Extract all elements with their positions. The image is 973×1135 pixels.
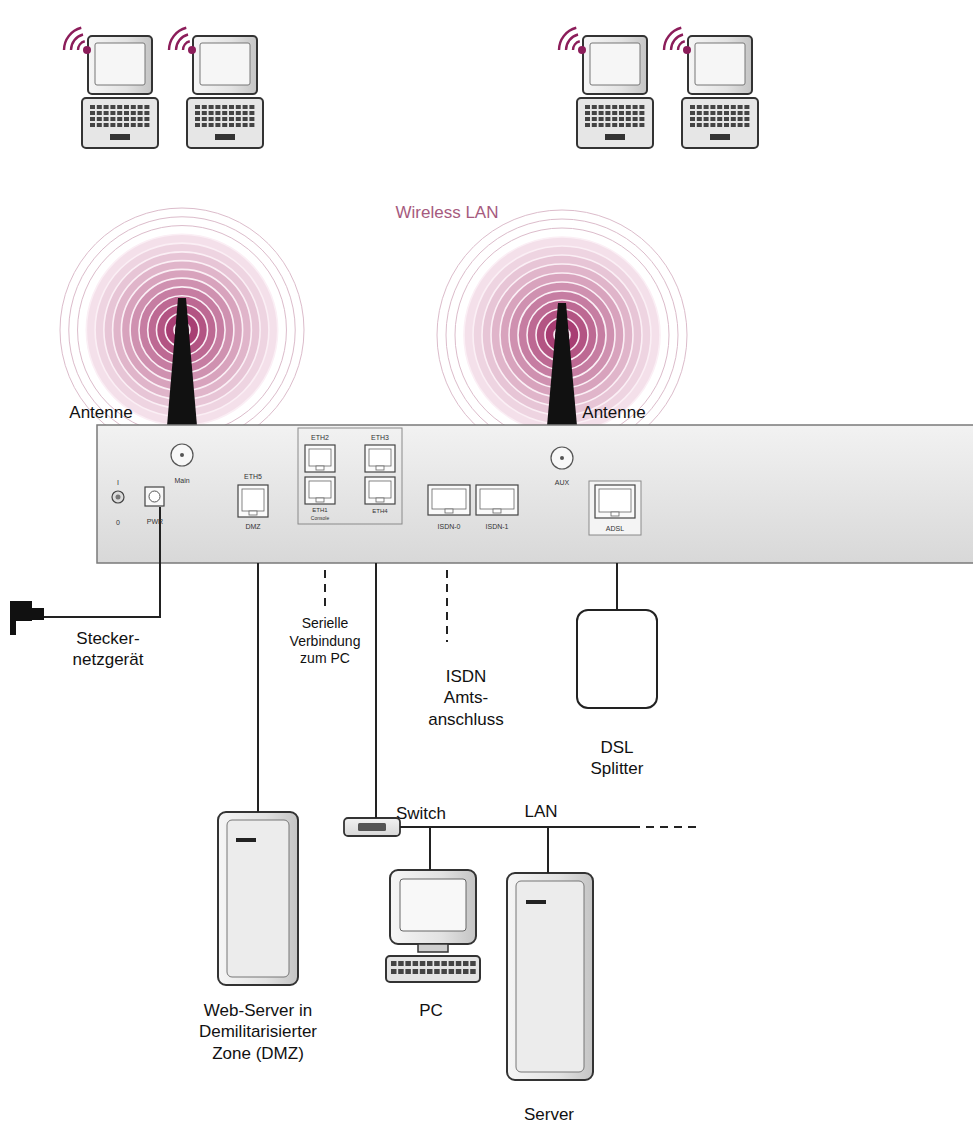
network-port (595, 485, 635, 518)
antenna (547, 303, 577, 426)
port-label: Console (311, 516, 329, 521)
network-port (365, 477, 395, 504)
antenna (167, 298, 197, 426)
network-port (365, 445, 395, 472)
network-port (476, 485, 518, 515)
web-server: Web-Server in Demilitarisierter Zone (DM… (218, 812, 298, 985)
laptop (663, 27, 758, 148)
laptop (168, 27, 263, 148)
connection-label: ISDN Amts- anschluss (424, 666, 508, 730)
port-label: I (117, 479, 119, 486)
cable (375, 563, 377, 818)
signal-rings (437, 210, 687, 460)
port-label: ADSL (606, 525, 624, 532)
serial-line (324, 570, 326, 612)
network-port (428, 485, 470, 515)
device-label: Server (524, 1106, 574, 1123)
port-label: 0 (116, 519, 120, 526)
port-label: ISDN-1 (486, 523, 509, 530)
port-label: ETH4 (372, 508, 387, 514)
port-label: ETH1 (312, 507, 327, 513)
signal-rings (60, 208, 304, 452)
server-tower (507, 873, 593, 1080)
switch-box (344, 818, 400, 836)
cable (400, 827, 548, 873)
connection-label: Serielle Verbindung zum PC (277, 615, 373, 668)
lan-bus (548, 826, 632, 828)
device-label: PC (419, 1002, 443, 1019)
network-label: LAN (524, 803, 557, 820)
part-label: Antenne (582, 404, 645, 421)
isdn-line (446, 570, 448, 642)
laptop (558, 27, 653, 148)
pc-workstation (386, 870, 480, 982)
wifi-symbol (663, 27, 691, 54)
port-label: AUX (555, 479, 569, 486)
lan-bus-continued (632, 826, 702, 828)
port-label: ETH5 (244, 473, 262, 480)
wifi-symbol (558, 27, 586, 54)
wifi-symbol (168, 27, 196, 54)
network-port (305, 445, 335, 472)
part-label: Stecker- netzgerät (58, 628, 158, 671)
power-plug (10, 601, 44, 635)
pc: PC (386, 870, 480, 982)
device-label: Web-Server in Demilitarisierter Zone (DM… (191, 1000, 325, 1064)
router-housing (97, 425, 973, 563)
cable (400, 827, 430, 870)
wifi-symbol (63, 27, 91, 54)
laptop (63, 27, 158, 148)
router-front-panel: MainPWR I 0 ETH5DMZ ETH2 ETH3ETH1Console ETH4I… (97, 425, 973, 563)
wireless-rings (60, 208, 687, 460)
port-label: ETH2 (311, 434, 329, 441)
part-label: Antenne (69, 404, 132, 421)
port-label: PWR (147, 518, 163, 525)
cable (616, 563, 618, 610)
port-label: DMZ (245, 523, 260, 530)
device-label: DSL Splitter (581, 737, 653, 780)
network-label: Wireless LAN (396, 204, 499, 221)
network-switch: Switch (344, 818, 400, 836)
web-server-tower (218, 812, 298, 985)
dsl-splitter-box (577, 610, 657, 708)
port-label: ISDN-0 (438, 523, 461, 530)
device-label: Switch (396, 805, 446, 822)
port-label: Main (174, 477, 189, 484)
server: Server (507, 873, 593, 1080)
port-label: ETH3 (371, 434, 389, 441)
cable (257, 563, 259, 812)
network-port (305, 477, 335, 504)
router-ports (112, 428, 641, 535)
dsl-splitter: DSL Splitter (577, 610, 657, 708)
network-port (238, 485, 268, 517)
power-cable (42, 507, 160, 617)
laptops (63, 27, 758, 148)
